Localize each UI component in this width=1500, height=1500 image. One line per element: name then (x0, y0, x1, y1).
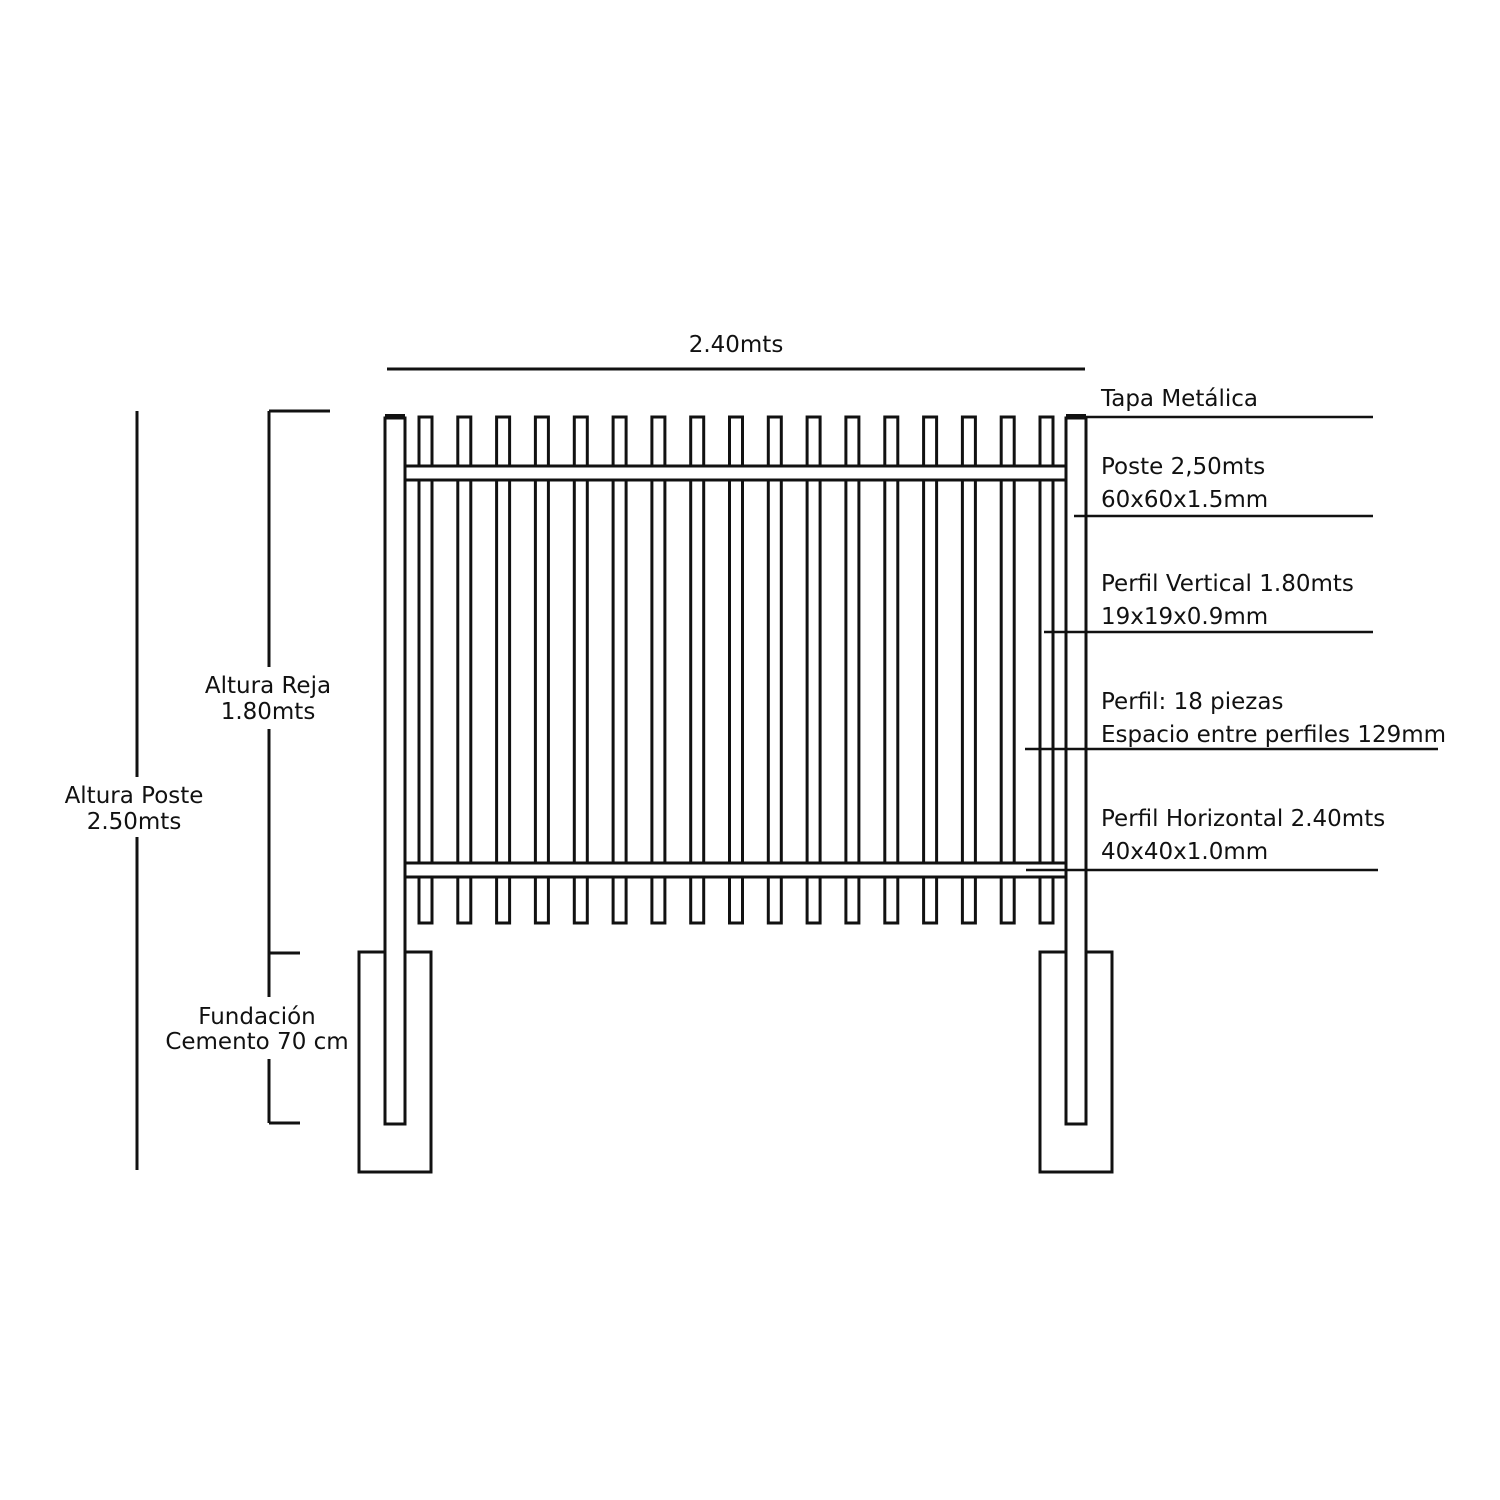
post-height-label-line2: 2.50mts (87, 809, 182, 835)
vertical-bar (495, 415, 512, 925)
bottom-horizontal-rail (402, 861, 1068, 879)
vertical-bar (611, 415, 628, 925)
post-height-label-line1: Altura Poste (65, 783, 204, 809)
cap-label: Tapa Metálica (1100, 386, 1258, 412)
fence-height-label-line1: Altura Reja (205, 673, 331, 699)
vertical-bar (883, 415, 900, 925)
vertical-bar (533, 415, 550, 925)
right-post (1064, 416, 1088, 1126)
fence-height-label-line2: 1.80mts (221, 699, 316, 725)
profile-count-label-line2: Espacio entre perfiles 129mm (1101, 722, 1446, 748)
vertical-bar (844, 415, 861, 925)
vertical-bar (805, 415, 822, 925)
vertical-bar (417, 415, 434, 925)
vertical-bar (1038, 415, 1055, 925)
foundation-label-line1: Fundación (198, 1004, 316, 1030)
post-height-label-bg (60, 777, 210, 837)
vertical-profile-label-line2: 19x19x0.9mm (1101, 604, 1268, 630)
vertical-bar (999, 415, 1016, 925)
foundation-label-bg (160, 997, 360, 1059)
horizontal-profile-label-line1: Perfil Horizontal 2.40mts (1101, 806, 1385, 832)
vertical-bar (728, 415, 744, 925)
post-label-line1: Poste 2,50mts (1101, 454, 1265, 480)
vertical-bar (572, 415, 589, 925)
width-label: 2.40mts (689, 332, 784, 358)
left-post-cap (385, 414, 405, 419)
vertical-bar (650, 415, 667, 925)
fence-height-label-bg (200, 667, 340, 729)
horizontal-profile-label-line2: 40x40x1.0mm (1101, 839, 1268, 865)
vertical-bars (417, 415, 1055, 925)
vertical-bar (922, 415, 939, 925)
foundation-label-line2: Cemento 70 cm (165, 1029, 348, 1055)
top-horizontal-rail (402, 464, 1068, 482)
vertical-bar (960, 415, 977, 925)
vertical-bar (456, 415, 473, 925)
vertical-bar (766, 415, 783, 925)
vertical-bar (689, 415, 706, 925)
left-post (383, 416, 407, 1126)
post-label-line2: 60x60x1.5mm (1101, 487, 1268, 513)
vertical-profile-label-line1: Perfil Vertical 1.80mts (1101, 571, 1354, 597)
profile-count-label-line1: Perfil: 18 piezas (1101, 689, 1283, 715)
